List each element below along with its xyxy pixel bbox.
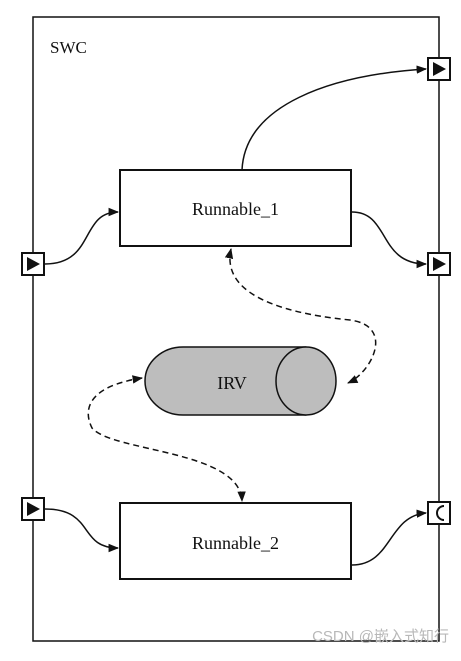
irv-access-runnable2 [87, 375, 246, 503]
irv-access-runnable1 [224, 247, 377, 384]
port-client-right [427, 501, 451, 525]
runnable-1-label: Runnable_1 [192, 199, 279, 219]
runnable-1-box: Runnable_1 [119, 169, 352, 247]
swc-box [32, 16, 440, 642]
flow-runnable1-to-right-port [351, 211, 428, 269]
port-out-top-right [427, 57, 451, 81]
triangle-right-icon [27, 502, 40, 516]
runnable-2-label: Runnable_2 [192, 533, 279, 553]
irv-cylinder: IRV [144, 346, 337, 416]
triangle-right-icon [27, 257, 40, 271]
swc-label: SWC [50, 38, 87, 57]
flow-left-port-to-runnable1 [44, 207, 120, 265]
watermark-text: CSDN @嵌入式知行 [312, 628, 449, 645]
runnable-2-box: Runnable_2 [119, 502, 352, 580]
flow-runnable1-to-top-port [241, 65, 428, 171]
port-in-left-2 [21, 497, 45, 521]
irv-label: IRV [217, 373, 247, 393]
port-in-left-1 [21, 252, 45, 276]
flow-left-port-to-runnable2 [44, 508, 120, 553]
triangle-right-icon [433, 62, 446, 76]
flow-runnable2-to-client-port [351, 509, 428, 566]
port-out-right-1 [427, 252, 451, 276]
triangle-right-icon [433, 257, 446, 271]
half-circle-icon [436, 505, 445, 521]
